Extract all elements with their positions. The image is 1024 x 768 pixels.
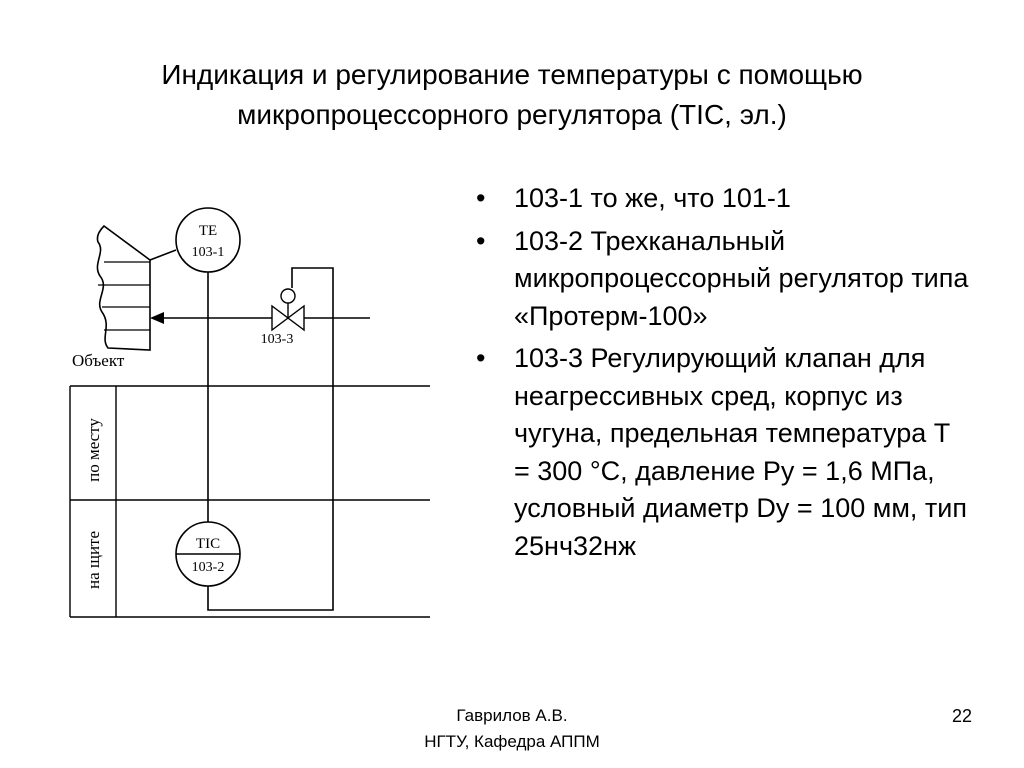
slide-title: Индикация и регулирование температуры с … <box>40 55 984 135</box>
valve-label: 103-3 <box>261 332 294 347</box>
valve-left-triangle <box>271 304 290 332</box>
title-line-1: Индикация и регулирование температуры с … <box>161 59 863 90</box>
valve-control-line <box>207 267 334 611</box>
te-sensor-bubble <box>175 207 241 273</box>
bullet-icon: • <box>476 343 486 373</box>
list-item: • 103-2 Трехканальный микропроцессорный … <box>470 223 970 336</box>
list-item-text: 103-3 Регулирующий клапан для неагрессив… <box>514 343 967 561</box>
list-item-text: 103-2 Трехканальный микропроцессорный ре… <box>514 225 969 331</box>
footer-author: Гаврилов А.В. <box>456 706 568 725</box>
te-code-label: TE <box>199 223 217 239</box>
description-list: • 103-1 то же, что 101-1 • 103-2 Трехкан… <box>470 180 970 570</box>
object-vessel-outline <box>96 224 151 351</box>
valve-actuator-icon <box>280 288 296 304</box>
list-item: • 103-1 то же, что 101-1 <box>470 180 970 218</box>
te-connection-line <box>149 249 177 261</box>
tic-number-label: 103-2 <box>192 560 225 575</box>
valve-right-triangle <box>286 304 305 332</box>
object-label: Объект <box>72 351 125 370</box>
footer-author-block: Гаврилов А.В. НГТУ, Кафедра АППМ <box>362 703 662 755</box>
list-item: • 103-3 Регулирующий клапан для неагресс… <box>470 340 970 565</box>
page-number: 22 <box>951 706 972 726</box>
title-line-2: микропроцессорного регулятора (TIC, эл.) <box>237 99 787 130</box>
bullet-icon: • <box>476 183 486 213</box>
footer-department: НГТУ, Кафедра АППМ <box>424 732 600 751</box>
row-label-local: по месту <box>84 418 103 482</box>
bullet-icon: • <box>476 225 486 256</box>
list-item-text: 103-1 то же, что 101-1 <box>514 183 791 213</box>
te-number-label: 103-1 <box>192 245 225 260</box>
tic-code-label: TIC <box>196 536 220 552</box>
row-label-panel: на щите <box>84 531 103 589</box>
flow-arrow-icon <box>150 312 164 324</box>
